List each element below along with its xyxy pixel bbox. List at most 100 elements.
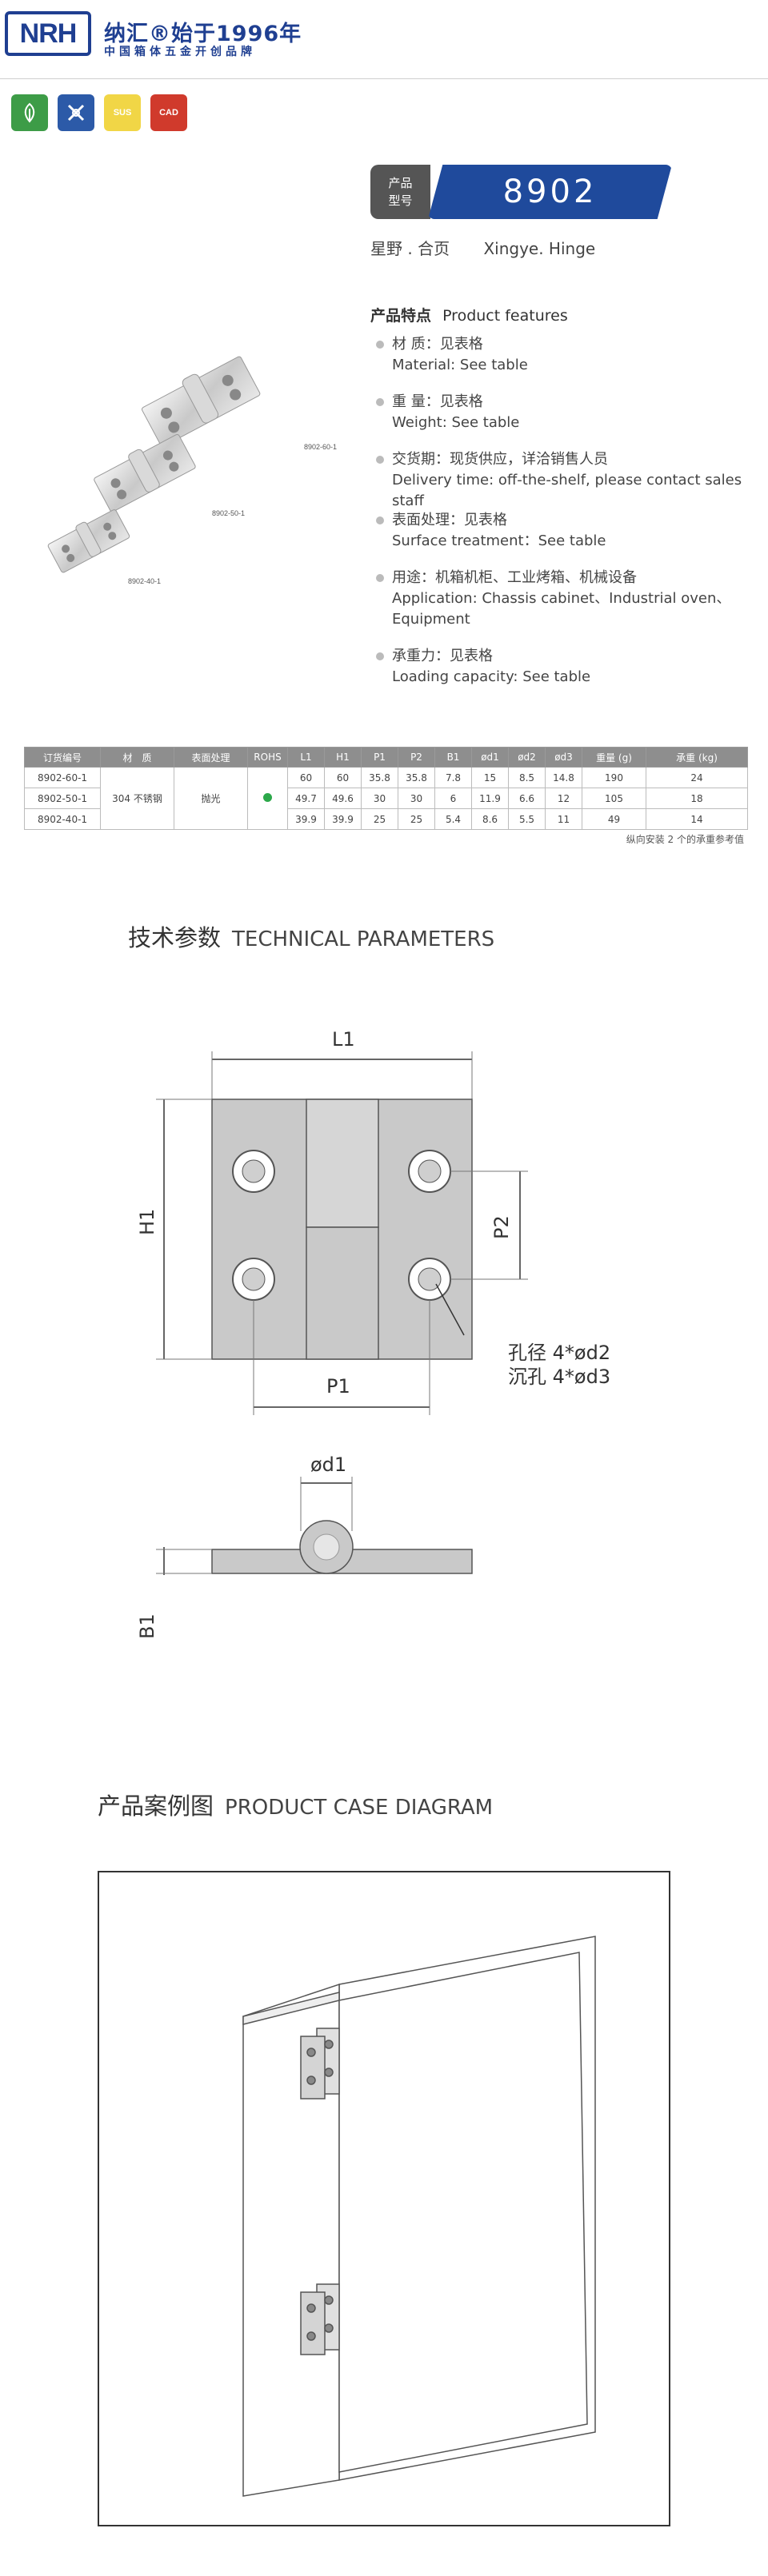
feature-surface: 表面处理：见表格 Surface treatment：See table [376,510,760,552]
case-title-cn: 产品案例图 [98,1792,214,1820]
col-d3: ød3 [545,747,582,768]
cell-p1: 30 [361,788,398,809]
features-title-en: Product features [442,307,568,325]
cell-weight: 105 [582,788,646,809]
rohs-indicator-icon [263,792,272,802]
feature-material: 材 质：见表格 Material: See table [376,334,760,376]
cell-weight: 190 [582,767,646,788]
bullet-icon [376,341,384,349]
table-header-row: 订货编号 材 质 表面处理 ROHS L1 H1 P1 P2 B1 ød1 ød… [24,747,748,768]
col-l1: L1 [287,747,325,768]
table-row: 8902-60-1 304 不锈钢 抛光 60 60 35.8 35.8 7.8… [24,767,748,830]
feature-delivery: 交货期：现货供应，详洽销售人员 Delivery time: off-the-s… [376,449,760,512]
brand-name: 纳汇®始于1996年 [104,22,302,46]
tools-badge-icon [58,94,94,131]
table-row: 8902-50-1 49.7 49.6 30 30 6 11.9 6.6 12 … [24,788,748,809]
eco-badge-icon [11,94,48,131]
col-p2: P2 [398,747,435,768]
cell-d1: 15 [471,767,509,788]
hole-diameter-label: 孔径 4*ød2 [508,1342,610,1364]
dim-l1-label: L1 [332,1028,355,1051]
bullet-icon [376,516,384,524]
dim-b1-label: B1 [136,1613,158,1639]
tech-title-en: TECHNICAL PARAMETERS [232,927,495,951]
col-b1: B1 [434,747,472,768]
case-title: 产品案例图 PRODUCT CASE DIAGRAM [98,1788,493,1821]
cell-b1: 5.4 [434,808,472,830]
tech-title-cn: 技术参数 [128,924,222,951]
col-rohs: ROHS [247,747,288,768]
cell-p1: 25 [361,808,398,830]
cell-rohs [247,767,288,830]
cell-b1: 7.8 [434,767,472,788]
features-title: 产品特点 Product features [370,304,568,325]
brand-subtitle: 中国箱体五金开创品牌 [104,46,256,58]
cell-d1: 8.6 [471,808,509,830]
cell-load: 14 [646,808,748,830]
cell-h1: 39.9 [324,808,362,830]
case-diagram-illustration [242,1936,596,2497]
bullet-icon [376,652,384,660]
cell-d1: 11.9 [471,788,509,809]
dim-p2-label: P2 [490,1215,513,1239]
col-material: 材 质 [100,747,174,768]
image-label-60: 8902-60-1 [304,443,337,451]
cell-p2: 30 [398,788,435,809]
cell-d3: 11 [545,808,582,830]
table-note: 纵向安装 2 个的承重参考值 [626,834,744,845]
cell-order-no: 8902-60-1 [24,767,101,788]
dim-p1-label: P1 [326,1375,350,1398]
cell-d3: 12 [545,788,582,809]
cell-load: 24 [646,767,748,788]
certification-badges: SUS CAD [11,94,187,131]
tech-title: 技术参数 TECHNICAL PARAMETERS [128,919,494,953]
cell-weight: 49 [582,808,646,830]
col-h1: H1 [324,747,362,768]
col-load: 承重 (kg) [646,747,748,768]
hinge-product-image: 8902-60-1 8902-50-1 8902-40-1 [47,356,337,585]
cell-h1: 49.6 [324,788,362,809]
col-weight: 重量 (g) [582,747,646,768]
bullet-icon [376,398,384,406]
spec-table: 订货编号 材 质 表面处理 ROHS L1 H1 P1 P2 B1 ød1 ød… [24,747,748,830]
product-name: 星野 . 合页 Xingye. Hinge [370,236,624,259]
col-order-no: 订货编号 [24,747,101,768]
sus-badge: SUS [104,94,141,131]
cell-surface: 抛光 [174,767,248,830]
feature-application: 用途：机箱机柜、工业烤箱、机械设备 Application: Chassis c… [376,568,760,630]
image-label-50: 8902-50-1 [212,509,245,517]
cell-h1: 60 [324,767,362,788]
col-d2: ød2 [508,747,546,768]
cell-d2: 6.6 [508,788,546,809]
col-surface: 表面处理 [174,747,248,768]
cell-d3: 14.8 [545,767,582,788]
cad-badge: CAD [150,94,187,131]
cell-l1: 39.9 [287,808,325,830]
bullet-icon [376,456,384,464]
cell-d2: 8.5 [508,767,546,788]
features-title-cn: 产品特点 [370,307,432,325]
cell-d2: 5.5 [508,808,546,830]
feature-weight: 重 量：见表格 Weight: See table [376,392,760,433]
dim-d1-label: ød1 [310,1453,346,1476]
model-number: 8902 [428,165,672,219]
col-p1: P1 [361,747,398,768]
cell-l1: 49.7 [287,788,325,809]
product-name-cn: 星野 . 合页 [370,239,450,258]
cell-l1: 60 [287,767,325,788]
case-diagram-frame [98,1871,670,2526]
technical-drawing: L1 H1 P2 P1 孔径 4*ød2 沉孔 4*ød3 ød1 [136,1028,610,1639]
cell-order-no: 8902-50-1 [24,788,101,809]
col-d1: ød1 [471,747,509,768]
header-divider [0,78,768,79]
cell-material: 304 不锈钢 [100,767,174,830]
feature-loading: 承重力：见表格 Loading capacity: See table [376,646,760,688]
cell-b1: 6 [434,788,472,809]
case-title-en: PRODUCT CASE DIAGRAM [225,1796,494,1820]
cell-p2: 35.8 [398,767,435,788]
model-tag: 产品 型号 [370,165,430,219]
cell-order-no: 8902-40-1 [24,808,101,830]
cell-p2: 25 [398,808,435,830]
countersink-label: 沉孔 4*ød3 [508,1366,610,1388]
image-label-40: 8902-40-1 [128,577,161,585]
